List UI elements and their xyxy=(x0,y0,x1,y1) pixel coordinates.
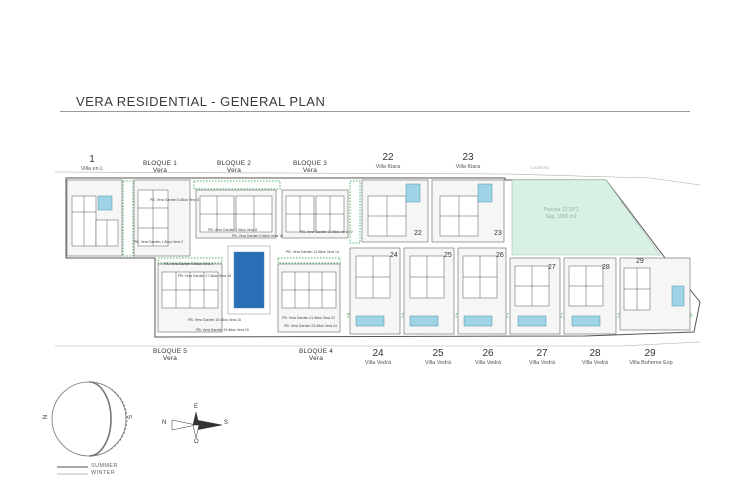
compass-north: N xyxy=(162,420,167,426)
plot-29-name: Villa Boheme Esp xyxy=(629,360,673,366)
plot-22-number: 22 xyxy=(382,152,394,163)
unit-tag: PB. Vera Garden 9 Altos Vera 10 xyxy=(232,234,283,238)
plot-27-name: Villa Vedrá xyxy=(528,360,556,366)
unit-tag: PB. Vera Garden 7 Altos Vera 8 xyxy=(208,228,258,232)
unit-tag: PB. Vera Garden 23 Altos Vera 24 xyxy=(284,324,337,328)
legend-winter: WINTER xyxy=(91,470,116,476)
plot-25-number: 25 xyxy=(432,348,444,359)
sun-path-diagram xyxy=(51,381,128,457)
pool-deck xyxy=(227,245,271,315)
unit-tag: PB. Vera Garden 21 Altos Vera 22 xyxy=(282,316,335,320)
unit-tag: PB. Vera Garden 13 Altos Vera 14 xyxy=(286,250,339,254)
green-parcel xyxy=(511,179,661,256)
sun-diagram-north: N xyxy=(43,414,50,420)
block-2-label: BLOQUE 2 xyxy=(216,160,252,167)
plot-26-name: Villa Vedrá xyxy=(474,360,502,366)
street-lines xyxy=(54,171,701,347)
inplan-number-22: 22 xyxy=(414,230,422,237)
compass-east: E xyxy=(194,404,199,410)
parcel-label: Parcela 12 DP1 xyxy=(543,207,579,213)
block-5-name: Vera xyxy=(162,355,178,362)
page-title: VERA RESIDENTIAL - GENERAL PLAN xyxy=(76,94,326,109)
plot-24-name: Villa Vedrá xyxy=(364,360,392,366)
compass-south: S xyxy=(224,420,229,426)
unit-tag: PB. Vera Garden 1 Altos Vera 2 xyxy=(134,240,184,244)
site-boundary xyxy=(65,177,701,338)
inplan-number-25: 25 xyxy=(444,252,452,259)
plot-23-number: 23 xyxy=(462,152,474,163)
plot-1-number: 1 xyxy=(89,154,95,165)
unit-tag: PB. Vera Garden 5 Altos Vera 6 xyxy=(150,198,200,202)
unit-tag: PB. Vera Garden 19 Altos Vera 20 xyxy=(196,328,249,332)
street-name-top: C/ AURORA xyxy=(530,166,550,170)
plot-26-number: 26 xyxy=(482,348,494,359)
plot-1-name: Villa en L xyxy=(80,166,104,172)
title-divider xyxy=(60,111,690,112)
block-1-name: Vera xyxy=(152,167,168,174)
inplan-number-26: 26 xyxy=(496,252,504,259)
block-4-name: Vera xyxy=(308,355,324,362)
legend-summer: SUMMER xyxy=(91,463,118,469)
plot-29-number: 29 xyxy=(644,348,656,359)
inplan-number-23: 23 xyxy=(494,230,502,237)
house-floorplans xyxy=(71,189,651,311)
block-1-label: BLOQUE 1 xyxy=(142,160,178,167)
plot-24-number: 24 xyxy=(372,348,384,359)
plot-22-name: Villa Kiara xyxy=(375,164,401,170)
plot-28-name: Villa Vedrá xyxy=(581,360,609,366)
plot-25-name: Villa Vedrá xyxy=(424,360,452,366)
plot-28-number: 28 xyxy=(589,348,601,359)
inplan-number-29: 29 xyxy=(636,258,644,265)
pools xyxy=(97,183,685,327)
block-4-label: BLOQUE 4 xyxy=(298,348,334,355)
unit-tag: PB. Vera Garden 15 Altos Vera 16 xyxy=(188,318,241,322)
block-2-name: Vera xyxy=(226,167,242,174)
block-3-name: Vera xyxy=(302,167,318,174)
plot-27-number: 27 xyxy=(536,348,548,359)
parcel-area: Sup. 1000 m2 xyxy=(545,214,577,220)
block-5-label: BLOQUE 5 xyxy=(152,348,188,355)
inplan-number-27: 27 xyxy=(548,264,556,271)
compass-west: O xyxy=(194,439,199,445)
unit-tag: PB. Vera Garden 17 Altos Vera 18 xyxy=(178,274,231,278)
unit-tag: PB. Vera Garden 3 Altos Vera 4 xyxy=(164,262,214,266)
sun-diagram-south: S xyxy=(128,414,135,420)
compass-rose xyxy=(171,411,223,439)
unit-tag: PB. Vera Garden 11 Altos Vera 12 xyxy=(300,230,353,234)
block-3-label: BLOQUE 3 xyxy=(292,160,328,167)
sun-legend-lines xyxy=(57,466,88,475)
plot-23-name: Villa Kiara xyxy=(455,164,481,170)
inplan-number-24: 24 xyxy=(390,252,398,259)
inplan-number-28: 28 xyxy=(602,264,610,271)
